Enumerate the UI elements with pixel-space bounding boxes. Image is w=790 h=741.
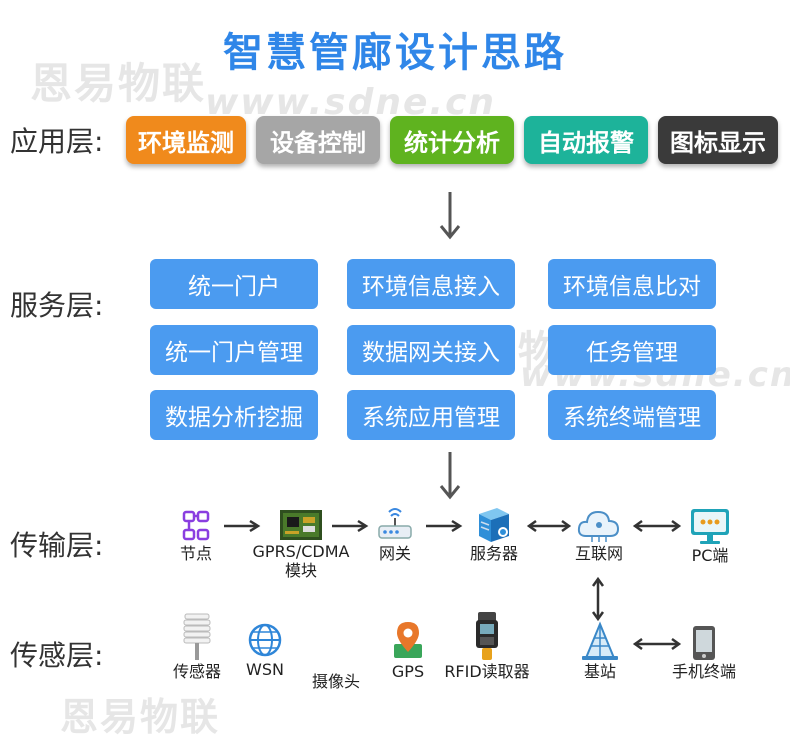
service-item: 统一门户管理	[150, 325, 318, 375]
router-icon	[378, 508, 412, 539]
service-item: 任务管理	[548, 325, 716, 375]
gps-label: GPS	[391, 662, 425, 681]
sensor-label: 传感器	[172, 662, 221, 681]
service-item: 统一门户	[150, 259, 318, 309]
pc-label: PC端	[691, 546, 729, 565]
sensor-shelter-icon	[183, 613, 211, 660]
sensing-node: 手机终端	[666, 624, 742, 681]
service-item: 数据分析挖掘	[150, 390, 318, 440]
map-pin-icon	[394, 622, 422, 658]
base-station-icon	[582, 621, 618, 660]
cloud-icon	[577, 510, 620, 542]
app-item-auto-alarm: 自动报警	[524, 116, 648, 164]
base-station-label: 基站	[583, 662, 616, 681]
arrow-right-icon	[332, 519, 369, 533]
app-item-statistics: 统计分析	[390, 116, 514, 164]
phone-icon	[693, 626, 715, 660]
transport-node: 互联网	[570, 506, 628, 563]
sensing-node: 基站	[574, 620, 626, 681]
monitor-icon	[691, 509, 729, 544]
module-label: GPRS/CDMA	[252, 542, 350, 561]
application-items: 环境监测 设备控制 统计分析 自动报警 图标显示	[126, 116, 778, 164]
camera-label: 摄像头	[312, 672, 361, 691]
rfid-scanner-icon	[476, 612, 498, 660]
service-item: 环境信息接入	[347, 259, 515, 309]
arrow-right-icon	[426, 519, 463, 533]
double-arrow-icon	[632, 637, 682, 651]
page-title: 智慧管廊设计思路	[223, 30, 567, 76]
arrow-right-icon	[224, 519, 261, 533]
layer-label-service: 服务层:	[10, 289, 104, 322]
server-label: 服务器	[469, 544, 518, 563]
service-item: 环境信息比对	[548, 259, 716, 309]
service-item: 系统终端管理	[548, 390, 716, 440]
transport-node: 服务器	[464, 504, 524, 563]
arrow-down-icon	[439, 192, 461, 240]
globe-icon	[248, 623, 282, 657]
double-arrow-icon	[632, 519, 682, 533]
transport-node: GPRS/CDMA 模块	[244, 508, 358, 580]
transport-node: 网关	[370, 504, 420, 563]
node-icon	[182, 510, 210, 541]
layer-label-transport: 传输层:	[10, 529, 104, 562]
service-item: 数据网关接入	[347, 325, 515, 375]
sensing-node: RFID读取器	[440, 610, 534, 681]
double-arrow-vertical-icon	[591, 576, 605, 622]
service-item: 系统应用管理	[347, 390, 515, 440]
module-label-2: 模块	[284, 561, 317, 580]
app-item-chart-display: 图标显示	[658, 116, 778, 164]
sensing-node: 传感器	[166, 610, 228, 681]
layer-label-application: 应用层:	[10, 125, 104, 158]
watermark-text: 恩易物联	[60, 695, 221, 739]
app-item-device-control: 设备控制	[256, 116, 380, 164]
phone-label: 手机终端	[671, 662, 736, 681]
module-chip-icon	[280, 510, 322, 540]
sensing-node: GPS	[386, 618, 430, 681]
double-arrow-icon	[526, 519, 572, 533]
rfid-label: RFID读取器	[444, 662, 530, 681]
sensing-node: WSN	[240, 620, 290, 679]
transport-node: 节点	[168, 508, 224, 563]
node-label: 节点	[179, 544, 212, 563]
gateway-label: 网关	[378, 544, 411, 563]
service-grid: 统一门户 环境信息接入 环境信息比对 统一门户管理 数据网关接入 任务管理 数据…	[150, 259, 717, 441]
server-icon	[479, 508, 509, 542]
arrow-down-icon	[439, 452, 461, 500]
app-item-environment-monitoring: 环境监测	[126, 116, 246, 164]
internet-label: 互联网	[574, 544, 623, 563]
layer-label-sensing: 传感层:	[10, 639, 104, 672]
wsn-label: WSN	[246, 660, 284, 679]
transport-node: PC端	[682, 506, 738, 565]
